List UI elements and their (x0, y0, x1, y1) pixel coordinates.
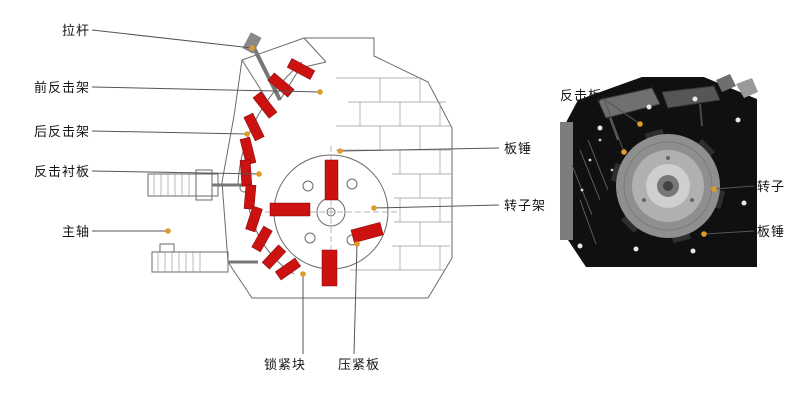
photo-impact-plates (597, 85, 721, 141)
label-main-shaft: 主轴 (61, 224, 90, 239)
liner-brick-pattern (336, 77, 451, 271)
label-locking-block: 锁紧块 (264, 357, 307, 372)
frame-edge (560, 122, 573, 240)
bolt-dots (577, 96, 747, 254)
upper-tension-assembly (147, 169, 242, 201)
front-apron-plates (239, 58, 316, 187)
label-pressing-plate: 压紧板 (338, 357, 381, 372)
rock-fragment (716, 74, 736, 92)
rear-apron-plates (243, 184, 302, 281)
label-front-impact-frame: 前反击架 (33, 80, 90, 95)
label-plate-hammer: 板锤 (504, 141, 533, 156)
label-rotor: 转子 (757, 179, 786, 194)
housing-outline (221, 37, 453, 299)
crusher-schematic (147, 32, 453, 299)
label-rotor-frame: 转子架 (504, 198, 547, 213)
label-impact-plate: 反击板 (560, 88, 603, 103)
label-impact-liner: 反击衬板 (33, 164, 90, 179)
label-rear-impact-frame: 后反击架 (33, 124, 90, 139)
label-plate-hammer-photo: 板锤 (757, 224, 786, 239)
rotor-hammers (269, 159, 384, 287)
lower-tension-assembly (151, 243, 258, 273)
debris-streaks (571, 139, 609, 245)
photo-rotor-disc (610, 128, 726, 244)
leader-lines (91, 29, 755, 355)
rock-fragment (736, 78, 758, 98)
label-tie-rod: 拉杆 (61, 23, 90, 38)
rotor-photo (560, 74, 758, 267)
